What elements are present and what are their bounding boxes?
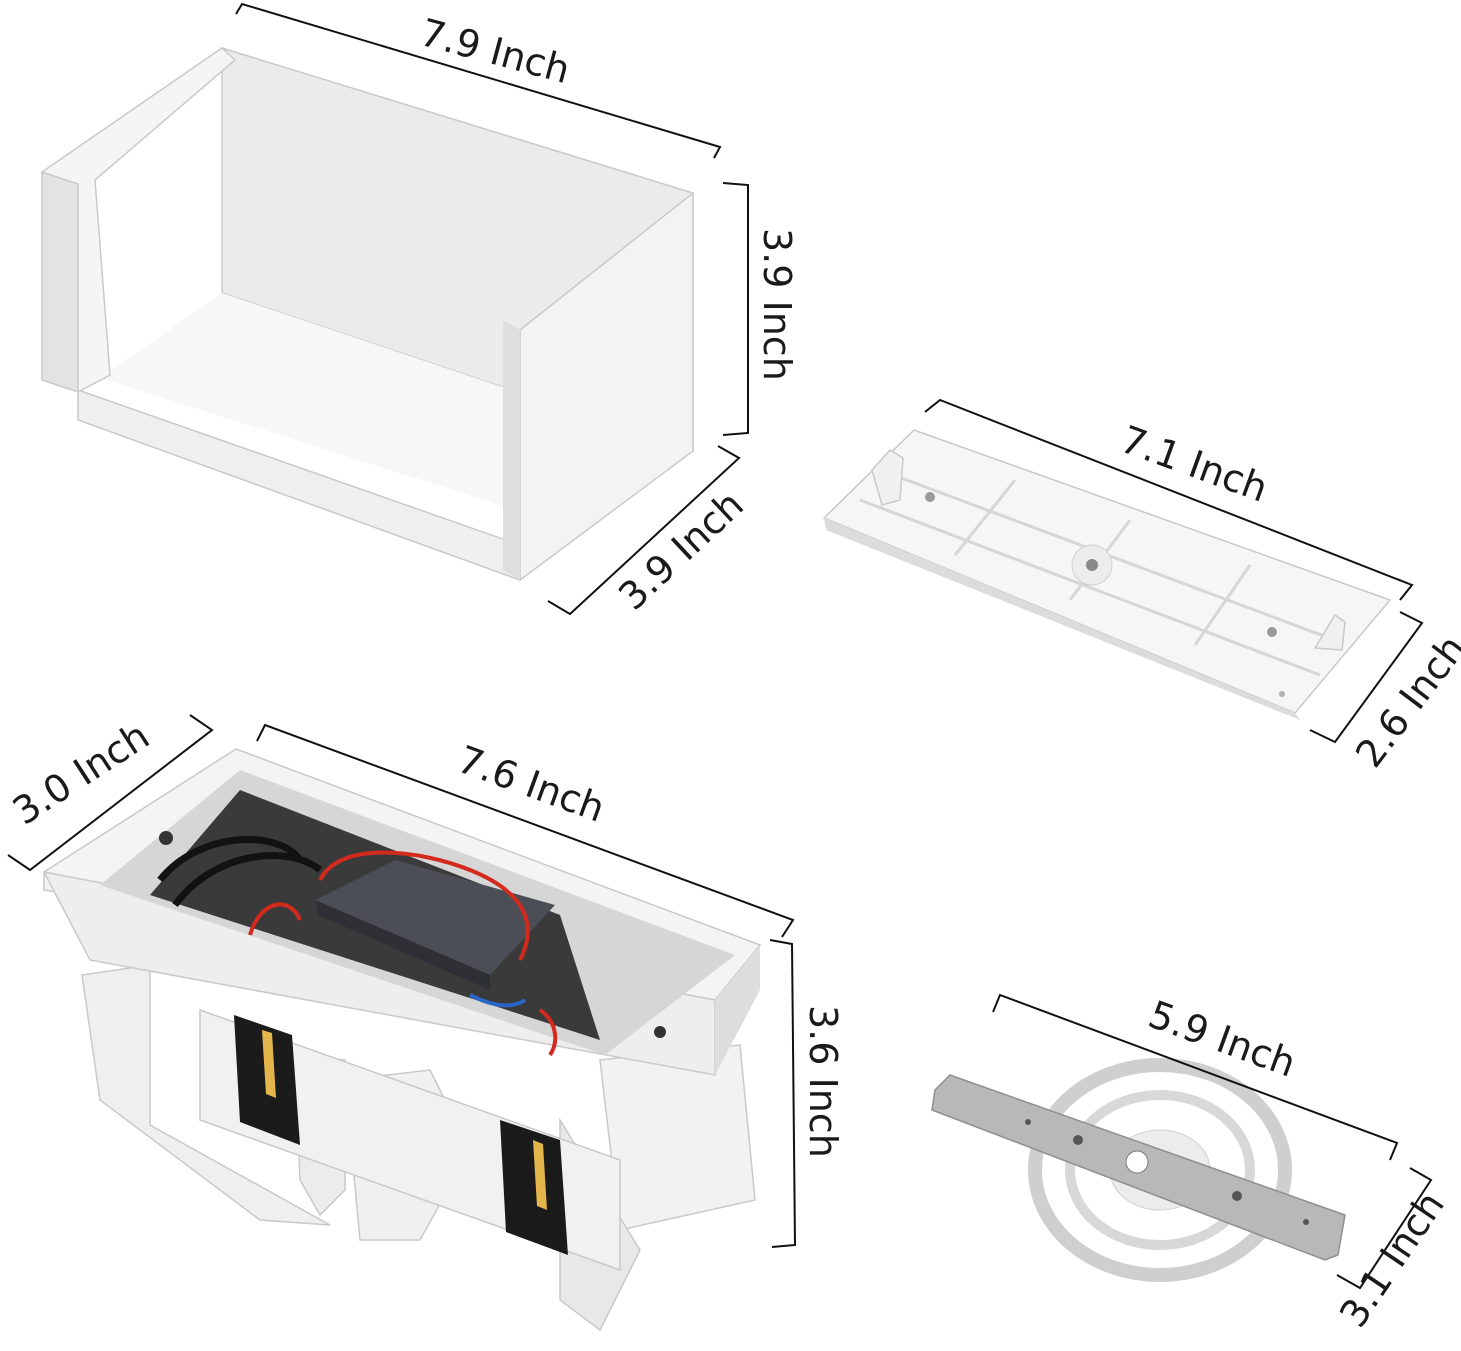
housing-height-label: 3.6 Inch bbox=[801, 1005, 845, 1158]
cover-height-label: 3.9 Inch bbox=[755, 228, 799, 381]
led-housing bbox=[42, 748, 762, 1332]
backplate-length-label: 7.1 Inch bbox=[1115, 417, 1274, 511]
cover-height-dimension: 3.9 Inch bbox=[722, 182, 799, 436]
cover-shell bbox=[41, 46, 694, 582]
bracket-width-label: 3.1 Inch bbox=[1331, 1184, 1453, 1335]
cover-depth-label: 3.9 Inch bbox=[610, 482, 752, 618]
mounting-bracket bbox=[931, 1058, 1346, 1282]
housing-height-dimension: 3.6 Inch bbox=[769, 939, 845, 1248]
bracket-width-dimension: 3.1 Inch bbox=[1331, 1167, 1453, 1335]
backplate bbox=[822, 429, 1392, 720]
housing-length-label: 7.6 Inch bbox=[452, 737, 611, 831]
